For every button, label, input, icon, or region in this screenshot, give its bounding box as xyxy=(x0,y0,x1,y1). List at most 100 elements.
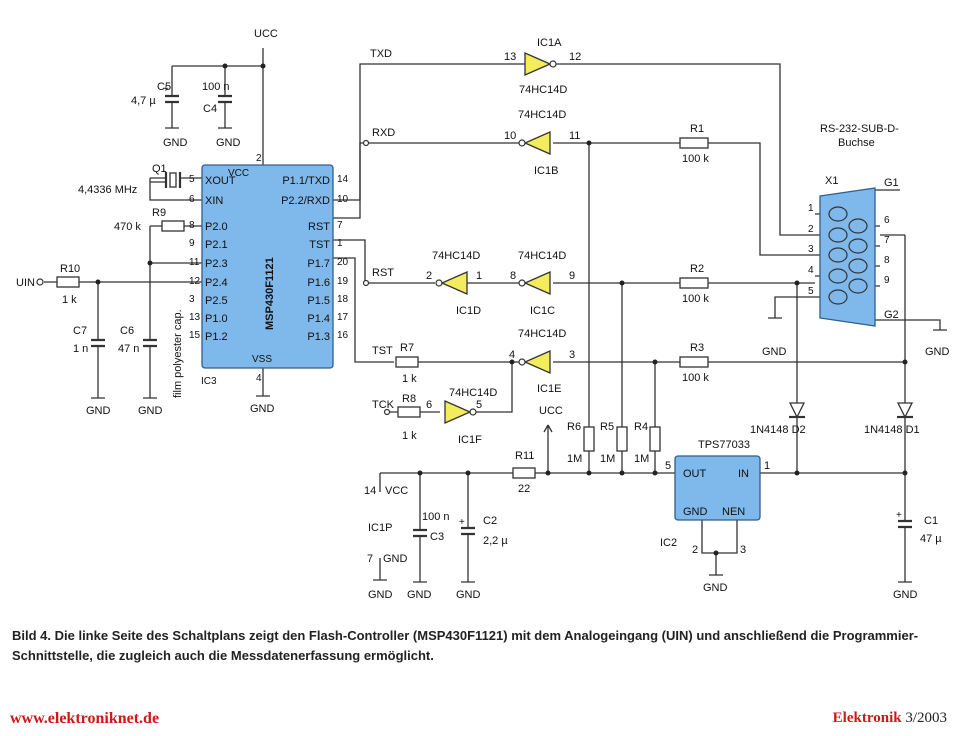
ic3-left-pin-number: 15 xyxy=(189,330,201,341)
ic2-label: IC2 xyxy=(660,537,677,549)
uin-label: UIN xyxy=(16,277,35,289)
c4-value: 100 n xyxy=(202,81,230,93)
ic1c-type: 74HC14D xyxy=(518,250,566,262)
ic3-name: MSP430F1121 xyxy=(264,257,276,330)
svg-text:GND: GND xyxy=(407,589,432,601)
svg-text:GND: GND xyxy=(456,589,481,601)
txd-label: TXD xyxy=(370,48,392,60)
ic3-right-pin-number: 10 xyxy=(337,194,349,205)
ic3-left-pin-number: 6 xyxy=(189,194,195,205)
svg-text:IN: IN xyxy=(738,468,749,480)
svg-text:5: 5 xyxy=(665,460,671,472)
buchse-label: Buchse xyxy=(838,137,875,149)
subd-pin-number: 7 xyxy=(884,235,890,246)
r2-label: R2 xyxy=(690,263,704,275)
r10-value: 1 k xyxy=(62,294,77,306)
ic3-left-pin-number: 5 xyxy=(189,174,195,185)
ic1a-type: 74HC14D xyxy=(519,84,567,96)
ic3-left-pin: P2.4 xyxy=(205,277,228,289)
ic3-right-pin: P1.7 xyxy=(307,258,330,270)
ic1e-type: 74HC14D xyxy=(518,328,566,340)
ic3-right-pin-number: 18 xyxy=(337,294,349,305)
ic3-left-pin-number: 12 xyxy=(189,276,201,287)
ic3-right-pin-number: 14 xyxy=(337,174,349,185)
ic3-left-pin: P2.0 xyxy=(205,221,228,233)
subd-pin-number: 5 xyxy=(808,286,814,297)
svg-text:GND: GND xyxy=(703,582,728,594)
r5-value: 1M xyxy=(600,453,615,465)
x1-label: X1 xyxy=(825,175,838,187)
svg-text:5: 5 xyxy=(476,399,482,411)
r5-label: R5 xyxy=(600,421,614,433)
d2-label: 1N4148 D2 xyxy=(750,424,806,436)
issue-footer: Elektronik 3/2003 xyxy=(833,710,947,727)
subd-pin xyxy=(848,278,868,294)
schmitt-triggers: IC1A 74HC14D 13 12 74HC14D IC1B 10 11 74… xyxy=(426,37,581,446)
ic3-left-pin: P1.0 xyxy=(205,313,228,325)
svg-text:+: + xyxy=(896,510,902,521)
subd-pin-number: 2 xyxy=(808,224,814,235)
c6-value: 47 n xyxy=(118,343,139,355)
ic3-pin4: 4 xyxy=(256,373,262,384)
c3-label: C3 xyxy=(430,531,444,543)
subd-pin xyxy=(828,227,848,243)
c7-label: C7 xyxy=(73,325,87,337)
svg-text:GND: GND xyxy=(383,553,408,565)
svg-text:1: 1 xyxy=(764,460,770,472)
website-link[interactable]: www.elektroniknet.de xyxy=(10,710,160,727)
svg-text:3: 3 xyxy=(740,544,746,556)
svg-text:13: 13 xyxy=(504,51,516,63)
subd-pin xyxy=(848,238,868,254)
g1-label: G1 xyxy=(884,177,899,189)
subd-pin-number: 3 xyxy=(808,244,814,255)
subd-pin-number: 8 xyxy=(884,255,890,266)
c4-label: C4 xyxy=(203,103,217,115)
q1-value: 4,4336 MHz xyxy=(78,184,137,196)
ground-symbols xyxy=(91,127,947,583)
ic3-left-pin: P1.2 xyxy=(205,331,228,343)
g2-label: G2 xyxy=(884,309,899,321)
svg-text:GND: GND xyxy=(138,405,163,417)
svg-text:1: 1 xyxy=(476,270,482,282)
svg-text:14: 14 xyxy=(364,485,376,497)
svg-text:+: + xyxy=(459,517,465,528)
c1-label: C1 xyxy=(924,515,938,527)
ic1p-supply: 14 VCC IC1P 7 GND xyxy=(364,485,408,565)
ic3-left-pin: P2.1 xyxy=(205,239,228,251)
svg-text:GND: GND xyxy=(250,403,275,415)
tck-label: TCK xyxy=(372,399,395,411)
svg-text:GND: GND xyxy=(86,405,111,417)
ic3-right-pin: P1.4 xyxy=(307,313,330,325)
svg-text:8: 8 xyxy=(510,270,516,282)
svg-text:OUT: OUT xyxy=(683,468,707,480)
r9-value: 470 k xyxy=(114,221,141,233)
svg-text:7: 7 xyxy=(367,553,373,565)
c1-value: 47 µ xyxy=(920,533,942,545)
r1-value: 100 k xyxy=(682,153,709,165)
ic1p-label: IC1P xyxy=(368,522,392,534)
ic3-right-pin: P1.6 xyxy=(307,277,330,289)
ic1a-label: IC1A xyxy=(537,37,562,49)
ic3-vcc-label: VCC xyxy=(228,168,249,179)
brand-name: Elektronik xyxy=(832,710,902,726)
junction-dots xyxy=(36,63,908,556)
r1-label: R1 xyxy=(690,123,704,135)
ic3-right-pin-number: 20 xyxy=(337,257,349,268)
svg-text:10: 10 xyxy=(504,130,516,142)
ic3-right-pin: RST xyxy=(308,221,330,233)
svg-text:GND: GND xyxy=(163,137,188,149)
ic1b-label: IC1B xyxy=(534,165,558,177)
ic3-right-pin: P1.1/TXD xyxy=(282,175,330,187)
subd-pin-number: 4 xyxy=(808,265,814,276)
issue-number: 3/2003 xyxy=(905,710,947,726)
ic1c-label: IC1C xyxy=(530,305,555,317)
ic1d-type: 74HC14D xyxy=(432,250,480,262)
c2-label: C2 xyxy=(483,515,497,527)
film-cap-note: film polyester cap. xyxy=(172,309,184,398)
ic3-right-pin: TST xyxy=(309,239,330,251)
ic3-left-pin-number: 8 xyxy=(189,220,195,231)
tps-label: TPS77033 xyxy=(698,439,750,451)
ic3-left-pin-number: 13 xyxy=(189,312,201,323)
subd-pin xyxy=(828,268,848,284)
